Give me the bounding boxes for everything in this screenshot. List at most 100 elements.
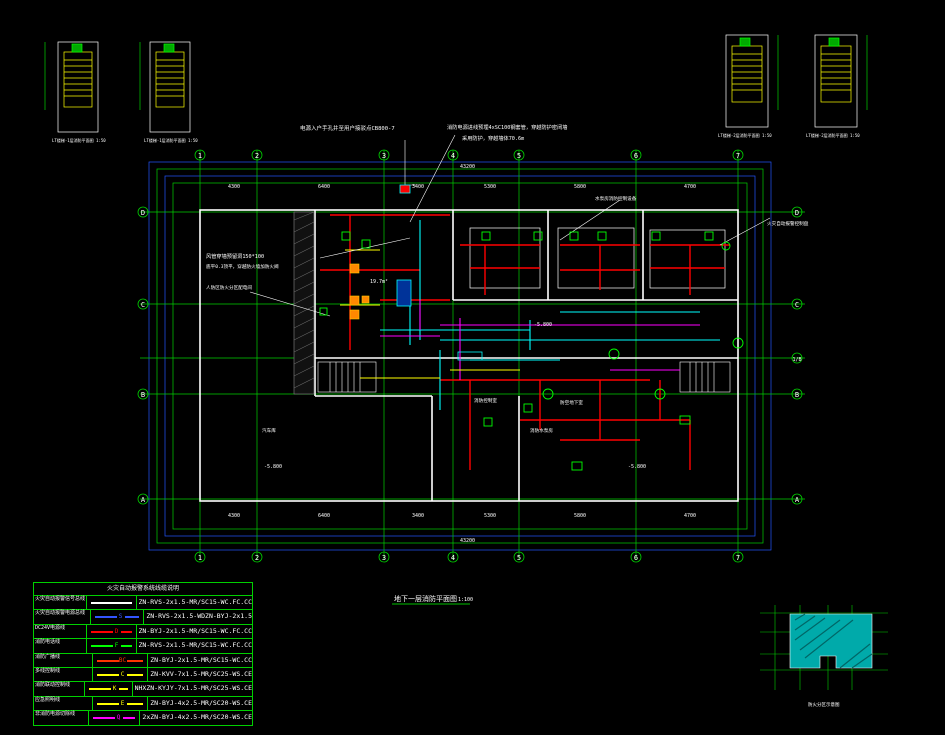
legend-line-mark: Q <box>114 714 123 722</box>
dimension-labels: 4300 6400 3400 5300 5800 4700 43200 4300… <box>228 164 696 544</box>
axis-col-1: 1 <box>198 152 202 160</box>
axis-col-6b: 6 <box>634 554 638 562</box>
stair-left <box>317 361 377 393</box>
legend-line-mark: E <box>118 699 127 707</box>
dim-total-top: 43200 <box>460 164 475 170</box>
legend-row-name: 多线控制线 <box>34 667 93 682</box>
axis-col-2: 2 <box>255 152 259 160</box>
dim-top-1: 4300 <box>228 184 240 190</box>
detail-caption-2: LT楼梯-1层消防平面图 1:50 <box>144 137 198 143</box>
legend-row-name: DC24V电源线 <box>34 624 87 639</box>
legend-line-mark: K <box>110 685 119 693</box>
annotations: 电源入户手孔井至用户接驳点CB800-7 消防电源进线预埋4xSC100钢套管，… <box>206 123 809 470</box>
legend-row: 消防电话线 F ZN-RVS-2x1.5-MR/SC15-WC.FC.CC <box>34 639 253 654</box>
axis-row-d-r: D <box>795 209 799 217</box>
axis-bubbles <box>137 149 803 563</box>
dim-top-4: 5300 <box>484 184 496 190</box>
room-pump: 消防水泵房 <box>530 427 553 434</box>
axis-row-c-r: C <box>795 301 799 309</box>
dim-bot-1: 4300 <box>228 513 240 519</box>
axis-row-c: C <box>141 301 145 309</box>
axis-labels: 1 2 3 4 5 6 7 1 2 3 4 5 6 7 D C B A D C … <box>141 152 802 562</box>
hatched-wall <box>293 211 315 395</box>
elev-middle: -5.800 <box>534 322 552 328</box>
detail-view-3 <box>725 34 779 128</box>
dim-top-3: 3400 <box>412 184 424 190</box>
dim-bot-4: 5300 <box>484 513 496 519</box>
dim-total-bottom: 43200 <box>460 538 475 544</box>
fire-cables <box>320 214 730 470</box>
legend-row-symbol: E <box>93 696 149 711</box>
room-garage: 汽车库 <box>262 427 276 434</box>
legend-row-spec: ZN-BYJ-2x1.5-MR/SC15-WC.CC <box>150 655 252 664</box>
axis-col-5b: 5 <box>517 554 521 562</box>
legend-row-spec: ZN-KVV-7x1.5-MR/SC25-WS.CE <box>150 669 252 678</box>
device-symbols <box>319 231 744 471</box>
dim-bot-6: 4700 <box>684 513 696 519</box>
legend-row-name: 消防广播线 <box>34 653 93 667</box>
axis-col-4: 4 <box>451 152 455 160</box>
callout-duct: 风管穿墙预留洞150*100 <box>206 252 264 260</box>
callout-fire-conduit-2: 采用防护，穿越墙体70.6m <box>462 134 524 142</box>
dim-bot-5: 5800 <box>574 513 586 519</box>
callout-fire-conduit: 消防电源进线预埋4xSC100钢套管，穿越防护密闭墙 <box>447 123 567 131</box>
callout-leaders <box>249 134 771 317</box>
legend-row-name: 消防联动控制线 <box>34 682 85 696</box>
callout-left-mid: 人防区防火分区配电间 <box>206 284 252 291</box>
key-plan-caption: 防火分区示意图 <box>808 701 840 708</box>
legend-line-mark: F <box>112 642 121 650</box>
legend-row-name: 火灾自动报警电源总线 <box>34 610 91 624</box>
axis-col-7b: 7 <box>736 554 740 562</box>
detail-view-4 <box>814 34 868 128</box>
axis-col-5: 5 <box>517 152 521 160</box>
room-area: 19.7m² <box>370 279 388 285</box>
water-tanks <box>469 227 726 289</box>
dim-bot-2: 6400 <box>318 513 330 519</box>
legend-row-symbol: S <box>91 610 145 624</box>
legend-row-symbol: F <box>87 639 137 653</box>
legend-row-spec: ZN-BYJ-4x2.5-MR/SC20-WS.CE <box>150 698 252 707</box>
axis-col-7: 7 <box>736 152 740 160</box>
legend-row-spec: ZN-RVS-2x1.5-MR/SC15-WC.FC.CC <box>138 641 253 650</box>
detail-view-1 <box>44 41 99 133</box>
legend-row: 多线控制线 C ZN-KVV-7x1.5-MR/SC25-WS.CE <box>34 667 252 683</box>
legend-row-name: 消防电话线 <box>34 639 87 653</box>
elev-right: -5.800 <box>628 464 646 470</box>
device-symbols-orange <box>349 263 370 320</box>
axis-row-a: A <box>141 496 146 504</box>
axis-row-a-r: A <box>795 496 800 504</box>
legend-line-mark: S <box>116 613 125 621</box>
axis-grid <box>140 150 805 560</box>
callout-right: 火灾自动报警控制盘 <box>767 220 809 227</box>
detail-view-2 <box>139 41 191 133</box>
drawing-scale: 1:100 <box>458 597 473 603</box>
callout-water: 水泵房消防控制设备 <box>595 195 637 202</box>
axis-col-6: 6 <box>634 152 638 160</box>
legend-row-spec: NHXZN-KYJY-7x1.5-MR/SC25-WS.CE <box>134 684 252 693</box>
outer-frames <box>148 161 772 551</box>
legend-row-name: 应急照明线 <box>34 696 93 711</box>
legend-row-name: 火灾自动报警信号总线 <box>34 596 87 610</box>
legend-line-sample <box>90 630 132 633</box>
legend-row-name: 非消防电源切除线 <box>34 711 89 725</box>
legend-line-mark: C <box>118 670 127 678</box>
axis-col-3b: 3 <box>382 554 386 562</box>
axis-col-2b: 2 <box>255 554 259 562</box>
dim-top-2: 6400 <box>318 184 330 190</box>
callout-power-entry: 电源入户手孔井至用户接驳点CB800-7 <box>300 124 395 132</box>
legend-row: 消防广播线 BC ZN-BYJ-2x1.5-MR/SC15-WC.CC <box>34 653 252 668</box>
legend-row-symbol: Q <box>89 711 141 725</box>
legend-line-mark: BC <box>118 656 127 664</box>
legend-row: 消防联动控制线 K NHXZN-KYJY-7x1.5-MR/SC25-WS.CE <box>34 682 252 697</box>
legend-row: 应急照明线 E ZN-BYJ-4x2.5-MR/SC20-WS.CE <box>34 696 252 712</box>
drawing-title: 地下一层消防平面图 <box>394 594 457 603</box>
legend-line-sample <box>90 602 132 604</box>
elev-left: -5.800 <box>264 464 282 470</box>
detail-caption-1: LT楼梯-1层消防平面图 1:50 <box>52 137 106 143</box>
